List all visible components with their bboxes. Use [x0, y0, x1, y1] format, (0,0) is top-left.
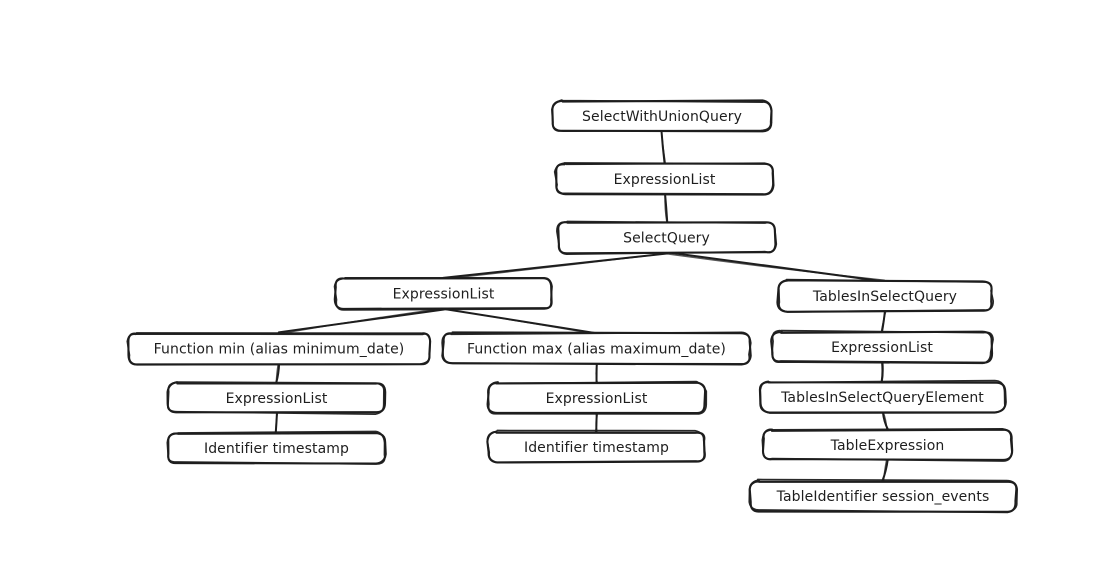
- node-box-sketch-pass: [759, 379, 1006, 414]
- node-box-sketch-pass: [556, 220, 778, 255]
- node-box-sketch-pass: [553, 162, 774, 195]
- node-label: ExpressionList: [393, 287, 495, 303]
- node-box-sketch-pass: [761, 427, 1013, 462]
- tree-node[interactable]: Function min (alias minimum_date): [126, 332, 432, 366]
- tree-edge: [880, 361, 884, 384]
- nodes-layer: SelectWithUnionQueryExpressionListSelect…: [126, 99, 1019, 514]
- tree-node[interactable]: TablesInSelectQuery: [776, 278, 995, 313]
- tree-edge: [274, 412, 279, 434]
- tree-node[interactable]: TablesInSelectQueryElement: [758, 379, 1007, 414]
- node-box-sketch-pass: [748, 478, 1019, 514]
- node-label: TableExpression: [830, 438, 945, 454]
- tree-edge: [881, 458, 889, 483]
- tree-node[interactable]: TableExpression: [761, 427, 1014, 462]
- tree-edge: [880, 309, 887, 334]
- tree-edge: [665, 251, 887, 283]
- tree-node[interactable]: ExpressionList: [333, 276, 553, 311]
- tree-node[interactable]: SelectQuery: [556, 220, 778, 255]
- node-box-sketch-pass: [126, 333, 431, 366]
- node-label: Function max (alias maximum_date): [467, 342, 726, 358]
- tree-edge: [660, 129, 667, 166]
- node-label: SelectWithUnionQuery: [582, 109, 742, 125]
- node-box-sketch-pass: [167, 381, 385, 415]
- node-label: TableIdentifier session_events: [776, 489, 990, 505]
- node-box-sketch-pass: [166, 430, 386, 465]
- node-label: SelectQuery: [623, 231, 710, 247]
- node-label: TablesInSelectQuery: [812, 289, 957, 305]
- tree-edge: [595, 363, 598, 384]
- tree-edge: [881, 411, 890, 431]
- node-box-sketch-pass: [777, 278, 995, 313]
- tree-edge: [664, 192, 669, 224]
- node-box-sketch-pass: [771, 329, 994, 365]
- node-box-sketch-pass: [441, 331, 752, 365]
- node-label: TablesInSelectQueryElement: [780, 390, 984, 406]
- tree-edge: [275, 362, 281, 385]
- node-box-sketch-pass: [333, 276, 553, 311]
- node-label: Identifier timestamp: [204, 441, 349, 457]
- node-box-sketch-pass: [487, 380, 708, 415]
- tree-node[interactable]: Identifier timestamp: [166, 430, 387, 465]
- tree-node[interactable]: ExpressionList: [486, 380, 708, 415]
- tree-node[interactable]: TableIdentifier session_events: [748, 478, 1019, 514]
- node-label: ExpressionList: [546, 391, 648, 407]
- tree-node[interactable]: ExpressionList: [166, 381, 387, 415]
- tree-edge: [277, 307, 445, 335]
- node-label: ExpressionList: [614, 172, 716, 188]
- tree-node[interactable]: ExpressionList: [770, 329, 994, 365]
- node-label: ExpressionList: [831, 340, 933, 356]
- tree-node[interactable]: Identifier timestamp: [486, 429, 706, 464]
- node-box-sketch-pass: [486, 429, 706, 464]
- tree-node[interactable]: SelectWithUnionQuery: [551, 99, 773, 133]
- node-box-sketch-pass: [551, 99, 773, 132]
- tree-node[interactable]: ExpressionList: [553, 162, 775, 196]
- node-label: ExpressionList: [226, 391, 328, 407]
- node-label: Identifier timestamp: [524, 440, 669, 456]
- node-label: Function min (alias minimum_date): [154, 342, 405, 358]
- tree-edge: [441, 252, 668, 280]
- tree-edge: [442, 307, 598, 335]
- tree-edge: [594, 412, 598, 433]
- tree-node[interactable]: Function max (alias maximum_date): [441, 331, 752, 366]
